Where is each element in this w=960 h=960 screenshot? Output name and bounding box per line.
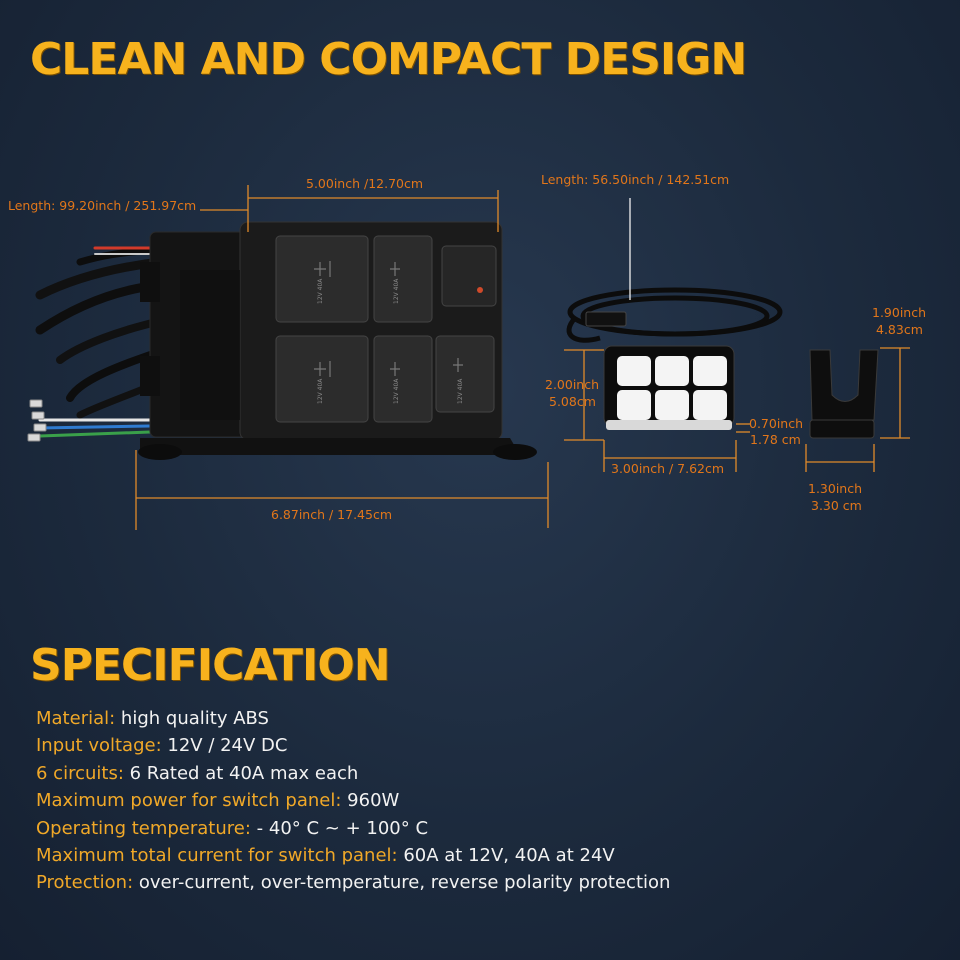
bracket-width-in-label: 1.30inch [808, 481, 863, 496]
spec-label: Protection: [36, 872, 134, 894]
relay-label-5: 12V 40A [457, 378, 464, 404]
spec-value: high quality ABS [115, 708, 269, 729]
spec-value: 6 Rated at 40A max each [123, 762, 359, 784]
panel-depth-in-label: 0.70inch [749, 416, 804, 431]
spec-label: Operating temperature: [36, 817, 251, 839]
switch-button-6 [693, 390, 727, 420]
spec-list: Material: high quality ABS Input voltage… [36, 708, 670, 900]
dimension-lines [135, 185, 910, 530]
panel-depth-cm-label: 1.78 cm [750, 432, 801, 447]
switch-button-2 [655, 356, 689, 386]
relay-label-3: 12V 40A [317, 378, 324, 404]
relay-overall-label: 6.87inch / 17.45cm [271, 507, 393, 522]
relay-width-label: 5.00inch /12.70cm [306, 176, 424, 191]
spec-value: 60A at 12V, 40A at 24V [397, 844, 615, 866]
relay-length-label: Length: 99.20inch / 251.97cm [8, 198, 197, 213]
spec-value: 960W [341, 790, 400, 812]
switch-button-1 [617, 356, 651, 386]
relay-label-1: 12V 40A [317, 278, 324, 304]
spec-label: Maximum power for switch panel: [36, 790, 342, 812]
spec-row-protection: Protection: over-current, over-temperatu… [36, 872, 670, 899]
spec-label: Material: [36, 708, 116, 729]
spec-label: 6 circuits: [36, 762, 124, 784]
bracket-height-in-label: 1.90inch [872, 305, 927, 320]
spec-row-max-current: Maximum total current for switch panel: … [36, 845, 670, 872]
panel-width-label: 3.00inch / 7.62cm [611, 461, 725, 476]
switch-button-5 [655, 390, 689, 420]
spec-label: Input voltage: [36, 735, 162, 757]
relay-box [138, 221, 537, 460]
cable-length-label: Length: 56.50inch / 142.51cm [541, 172, 730, 187]
panel-height-in-label: 2.00inch [545, 377, 600, 392]
main-title: CLEAN AND COMPACT DESIGN [30, 34, 747, 85]
spec-row-circuits: 6 circuits: 6 Rated at 40A max each [36, 763, 670, 790]
spec-row-input-voltage: Input voltage: 12V / 24V DC [36, 735, 670, 762]
cable-connector [585, 311, 627, 327]
panel-height-cm-label: 5.08cm [549, 394, 596, 409]
relay-label-4: 12V 40A [393, 378, 400, 404]
switch-button-3 [693, 356, 727, 386]
spec-value: over-current, over-temperature, reverse … [133, 872, 671, 894]
spec-row-material: Material: high quality ABS [36, 708, 670, 735]
spec-row-operating-temperature: Operating temperature: - 40° C ~ + 100° … [36, 818, 670, 845]
spec-title: SPECIFICATION [30, 640, 391, 691]
switch-cable [566, 287, 783, 343]
relay-label-2: 12V 40A [393, 278, 400, 304]
mounting-bracket [809, 349, 879, 439]
spec-value: - 40° C ~ + 100° C [250, 817, 429, 839]
product-illustration: 12V 40A 12V 40A 12V 40A 12V 40A 12V 40A [27, 185, 910, 530]
switch-button-4 [617, 390, 651, 420]
wire-terminals [27, 399, 47, 442]
switch-panel [603, 345, 735, 430]
bracket-height-cm-label: 4.83cm [876, 322, 923, 337]
spec-row-max-power: Maximum power for switch panel: 960W [36, 790, 670, 817]
spec-label: Maximum total current for switch panel: [36, 844, 398, 866]
bracket-width-cm-label: 3.30 cm [811, 498, 862, 513]
spec-value: 12V / 24V DC [161, 735, 288, 757]
